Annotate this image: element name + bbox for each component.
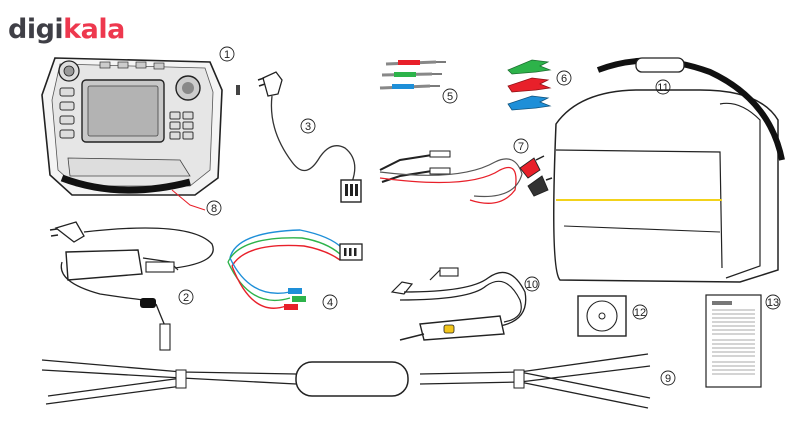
label-11: 11 [657, 82, 668, 94]
shoulder-strap [60, 174, 191, 194]
label-1: 1 [224, 49, 230, 61]
label-9: 9 [665, 373, 671, 385]
remote-probe [390, 267, 527, 341]
test-probes [379, 60, 446, 90]
label-4: 4 [327, 297, 333, 309]
hands-free-strap [41, 353, 651, 409]
cd-disc [577, 295, 627, 337]
label-12: 12 [634, 307, 646, 319]
carrying-bag [553, 57, 785, 283]
power-cable [257, 71, 362, 203]
label-13: 13 [767, 297, 779, 309]
label-10: 10 [526, 279, 538, 291]
label-3: 3 [305, 121, 311, 133]
power-adapter [49, 221, 214, 351]
alligator-clips [507, 59, 552, 111]
item-number-labels: 1 2 3 4 5 6 7 8 9 10 11 12 13 [178, 46, 781, 386]
colored-test-leads [227, 229, 363, 310]
digikala-logo: digikala [8, 14, 125, 45]
test-lead-pair [379, 150, 553, 204]
label-8: 8 [211, 203, 217, 215]
label-5: 5 [447, 91, 453, 103]
label-7: 7 [518, 141, 524, 153]
label-2: 2 [183, 292, 189, 304]
label-6: 6 [561, 73, 567, 85]
tester-device [41, 57, 240, 196]
user-manual [705, 294, 762, 388]
